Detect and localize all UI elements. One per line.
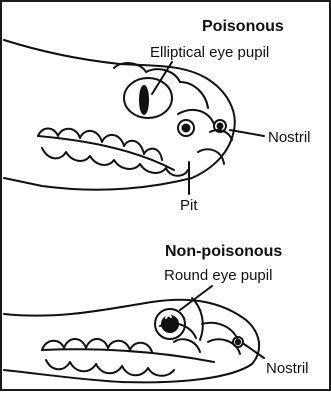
non-poisonous-nostril-label: Nostril (266, 360, 309, 377)
poisonous-heading: Poisonous (202, 18, 284, 35)
pit-label: Pit (180, 197, 198, 214)
non-poisonous-snake-head (4, 286, 264, 382)
poisonous-snake-head (4, 40, 264, 194)
non-poisonous-heading: Non-poisonous (165, 243, 282, 260)
elliptical-pupil-label: Elliptical eye pupil (150, 44, 269, 61)
round-pupil-label: Round eye pupil (164, 267, 272, 284)
poisonous-nostril-label: Nostril (268, 129, 311, 146)
